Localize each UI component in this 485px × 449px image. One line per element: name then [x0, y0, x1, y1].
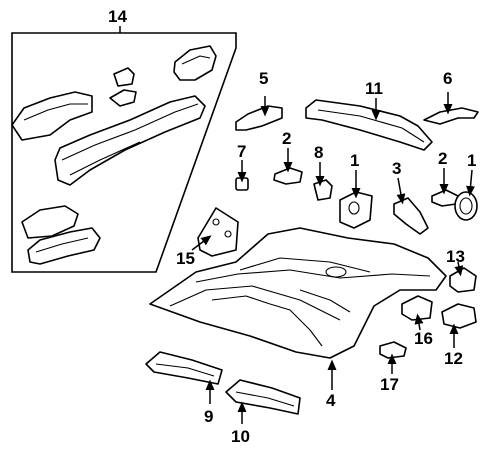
callout-8: 8 — [314, 143, 323, 162]
callout-2-right: 2 — [438, 149, 447, 168]
callout-7: 7 — [237, 142, 246, 161]
callout-2-left: 2 — [282, 129, 291, 148]
callout-17: 17 — [380, 375, 399, 394]
inset-box-14 — [11, 26, 237, 273]
part-15 — [197, 207, 239, 257]
leader-lines — [191, 92, 476, 424]
part-2a — [273, 167, 303, 185]
callout-16: 16 — [414, 329, 433, 348]
part-10 — [225, 379, 301, 415]
part-12 — [441, 303, 477, 329]
callout-10: 10 — [231, 427, 250, 446]
callout-13: 13 — [446, 247, 465, 266]
part-9 — [145, 351, 223, 385]
callout-9: 9 — [204, 407, 213, 426]
part-17 — [379, 341, 407, 359]
callout-11: 11 — [365, 79, 383, 98]
callout-5: 5 — [259, 69, 268, 88]
part-1b — [454, 191, 478, 221]
part-8 — [313, 179, 333, 201]
floor-pan — [149, 227, 447, 359]
part-7 — [235, 177, 249, 191]
callout-12: 12 — [444, 349, 463, 368]
callout-3: 3 — [392, 159, 401, 178]
part-6 — [423, 107, 479, 125]
callout-14: 14 — [108, 7, 127, 26]
part-11 — [305, 99, 433, 151]
part-13 — [449, 267, 477, 293]
callout-4: 4 — [326, 391, 336, 410]
part-3 — [393, 197, 429, 235]
callout-1-center: 1 — [350, 151, 359, 170]
part-2b — [431, 189, 459, 207]
callouts: 14 5 11 6 2 2 7 8 1 1 3 15 13 16 12 17 4… — [108, 7, 476, 446]
callout-15: 15 — [176, 249, 195, 268]
callout-1-right: 1 — [467, 151, 476, 170]
part-16 — [401, 295, 433, 321]
part-5 — [235, 105, 283, 131]
part-1a — [339, 191, 373, 229]
inset-parts — [11, 45, 217, 265]
callout-6: 6 — [443, 69, 452, 88]
